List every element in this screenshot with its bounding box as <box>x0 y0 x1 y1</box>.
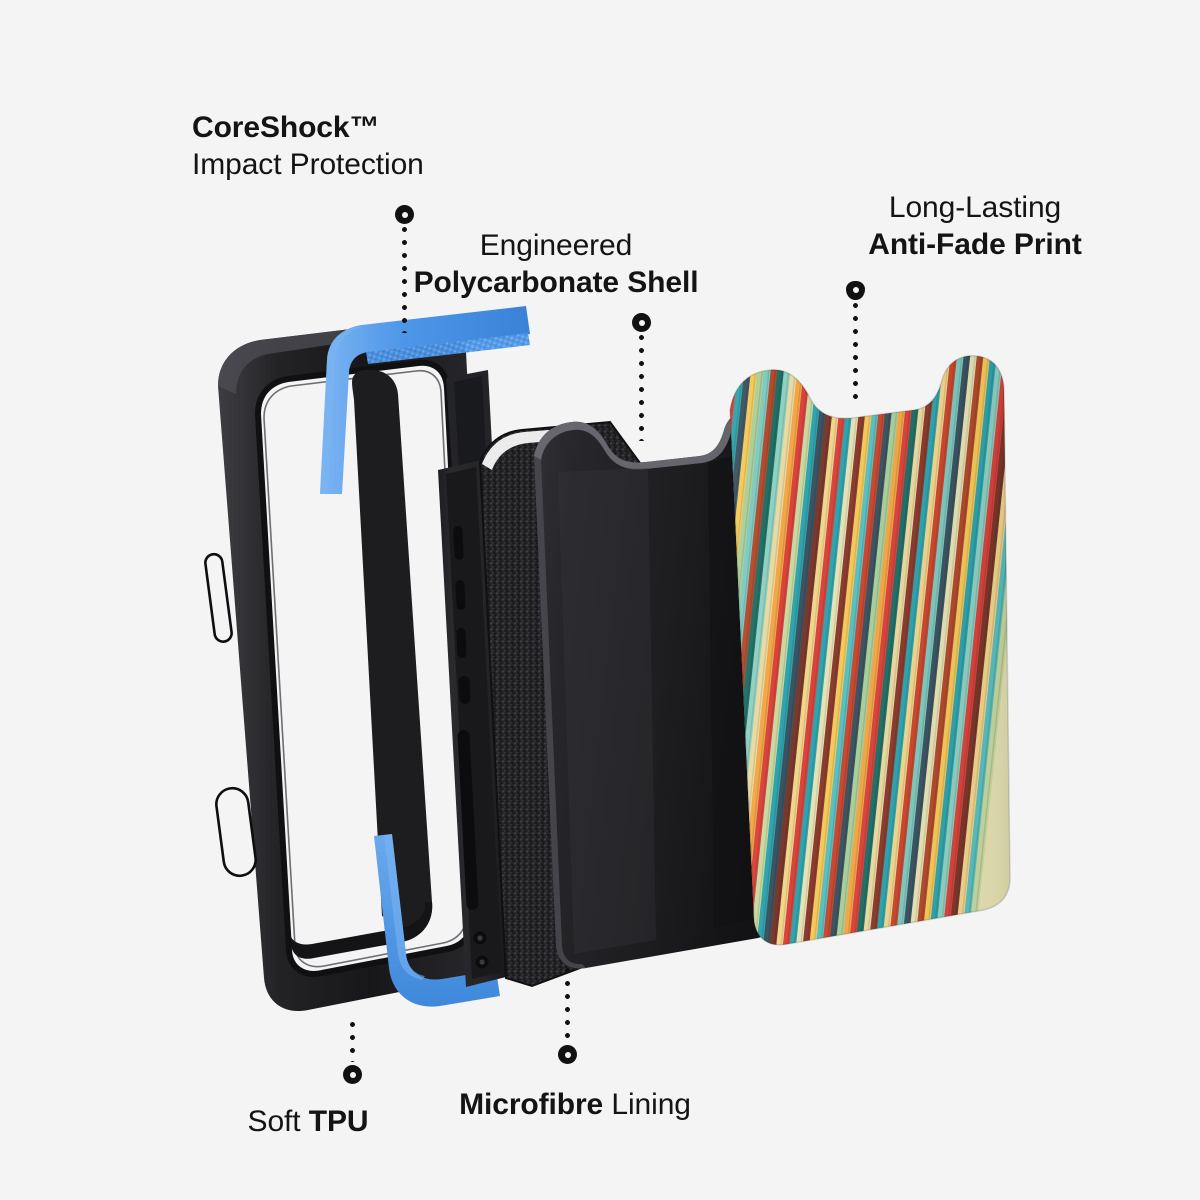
coreshock-insert-top <box>320 306 530 494</box>
coreshock-insert-bottom <box>374 834 500 1007</box>
callout-antifade: Long-Lasting Anti-Fade Print <box>868 190 1082 263</box>
callout-coreshock: CoreShock™ Impact Protection <box>192 110 424 183</box>
lining-side-rail <box>438 460 510 987</box>
callout-polycarbonate-line2: Polycarbonate Shell <box>413 265 699 299</box>
leader-line-tpu <box>343 1022 362 1084</box>
callout-tpu-line1: Soft TPU <box>248 1104 369 1141</box>
polycarbonate-shell-layer <box>528 409 783 972</box>
shell-panel <box>534 409 780 969</box>
tpu-inner-rail <box>290 369 433 959</box>
callout-antifade-line1: Long-Lasting <box>888 191 1062 224</box>
print-outline <box>729 354 1011 946</box>
callout-tpu: Soft TPU <box>248 1104 369 1141</box>
callout-coreshock-line1: CoreShock™ <box>192 111 380 144</box>
leader-marker-pin <box>846 281 865 300</box>
leader-marker-ring <box>558 1045 577 1064</box>
print-layer <box>718 354 1018 948</box>
callout-polycarbonate: Engineered Polycarbonate Shell <box>414 228 699 301</box>
callout-microfibre-bold: Microfibre <box>459 1088 604 1121</box>
callout-antifade-line2: Anti-Fade Print <box>868 227 1082 261</box>
print-stripes <box>730 355 1010 945</box>
tpu-bumper-layer <box>196 306 530 1018</box>
callout-tpu-plain: Soft <box>247 1105 309 1138</box>
callout-microfibre: Microfibre Lining <box>459 1087 691 1124</box>
tpu-button-cutouts <box>204 552 257 878</box>
callout-microfibre-plain: Lining <box>603 1088 691 1121</box>
callout-microfibre-line1: Microfibre Lining <box>459 1087 691 1124</box>
leader-line-coreshock <box>395 205 414 333</box>
callout-polycarbonate-line1: Engineered <box>479 229 633 262</box>
leader-marker-ring <box>343 1065 362 1084</box>
callout-tpu-bold: TPU <box>308 1105 369 1138</box>
leader-marker-ring <box>632 313 651 332</box>
leader-dots <box>350 1022 355 1062</box>
callout-coreshock-line2: Impact Protection <box>192 147 424 181</box>
leader-marker-ring <box>395 205 414 224</box>
